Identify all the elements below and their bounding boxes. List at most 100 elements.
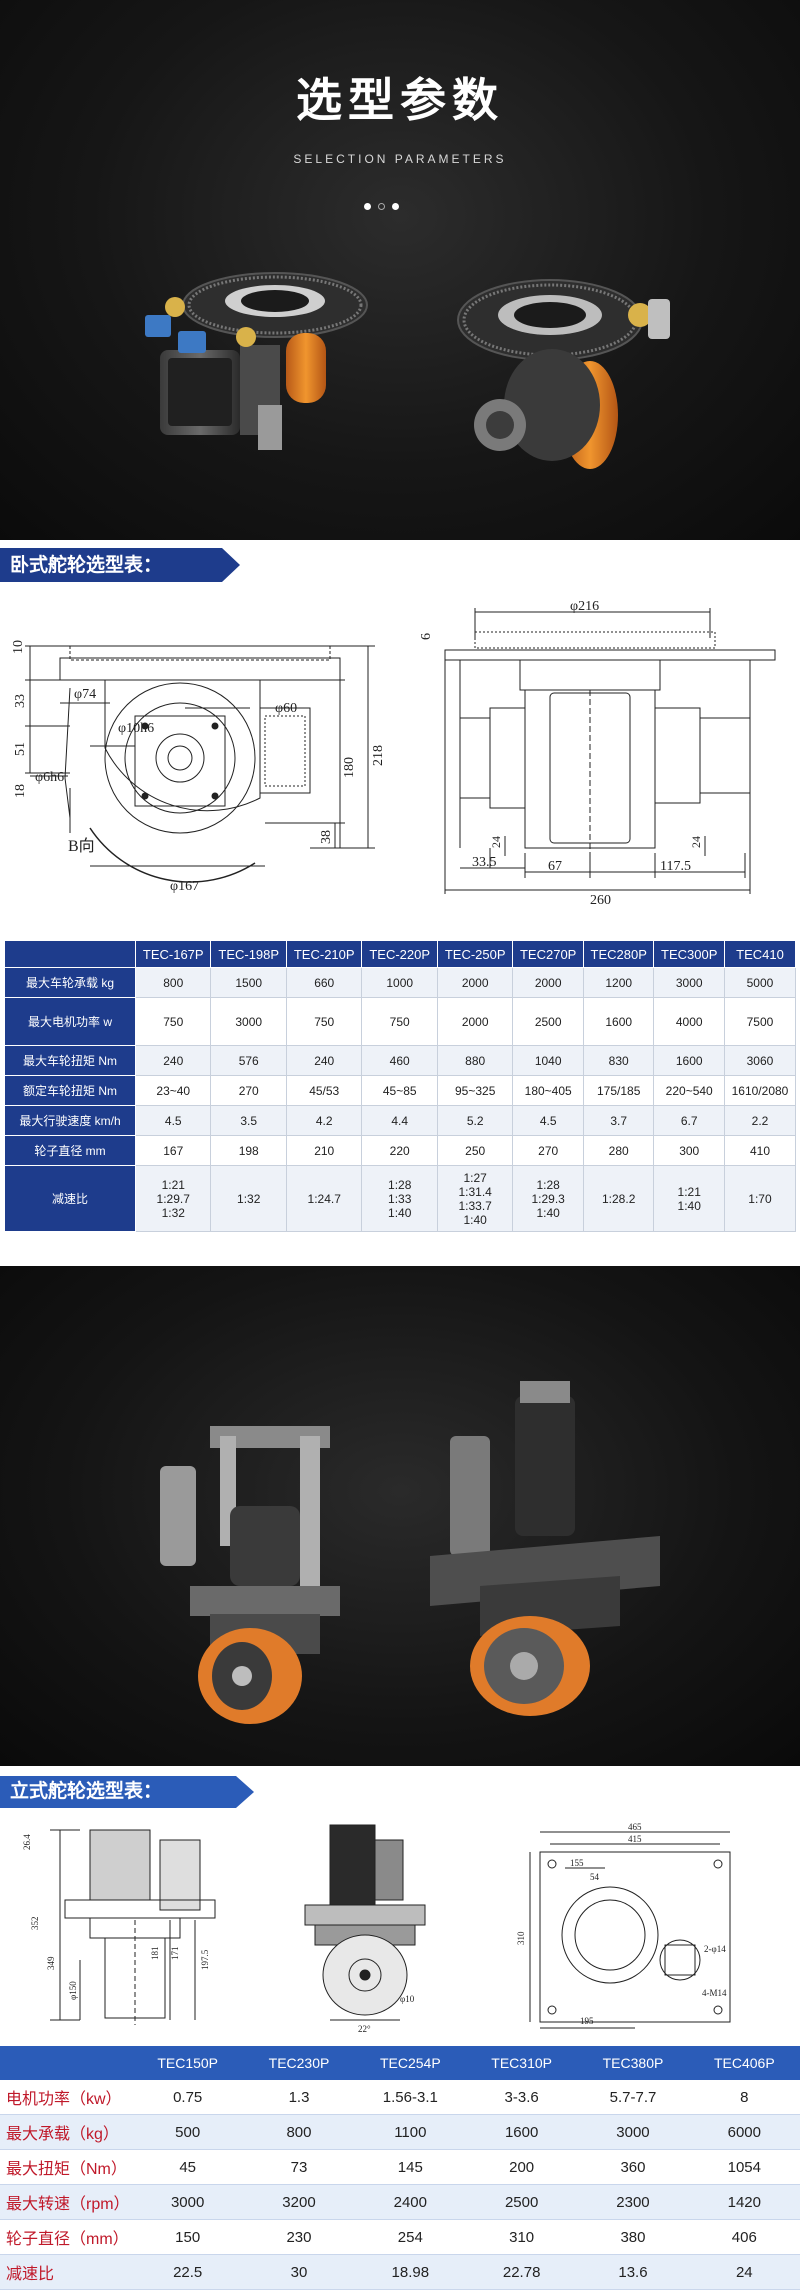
table-cell: 1:28.2 (582, 1165, 655, 1232)
vertical-side-view-drawing: 26.4 352 349 φ150 181 171 197.5 (22, 1829, 216, 2025)
dim-label: 349 (46, 1956, 56, 1970)
dim-label: 33 (13, 694, 28, 708)
dim-label: φ10 (400, 1994, 415, 2004)
table-cell: 2400 (354, 2184, 466, 2220)
column-header: TEC410 (723, 940, 797, 968)
table-cell: 3000 (653, 967, 725, 998)
row-header: 最大承载（kg） (0, 2114, 132, 2150)
table-cell: 410 (723, 1135, 797, 1166)
table-cell: 1600 (465, 2114, 578, 2150)
table-cell: 1:28 1:29.3 1:40 (512, 1165, 584, 1232)
table-cell: 1:32 (210, 1165, 287, 1232)
horizontal-side-view-drawing: φ216 6 24 24 33.5 67 117.5 260 (420, 599, 776, 908)
table-cell: 2300 (577, 2184, 689, 2220)
row-header: 轮子直径 mm (4, 1135, 136, 1166)
dim-label: φ74 (74, 687, 96, 702)
table-header-row: TEC150P TEC230P TEC254P TEC310P TEC380P … (0, 2046, 800, 2080)
row-header: 轮子直径（mm） (0, 2219, 132, 2255)
horizontal-drive-wheel-photo-right (457, 279, 670, 469)
table-cell: 4000 (653, 997, 725, 1046)
row-header: 最大行驶速度 km/h (4, 1105, 136, 1136)
table-cell: 5.7-7.7 (577, 2080, 689, 2115)
dim-label: 38 (319, 830, 334, 844)
table-cell: 30 (243, 2254, 355, 2290)
table-cell: 1420 (688, 2184, 800, 2220)
dim-label: 33.5 (472, 855, 497, 870)
table-cell: 1200 (582, 967, 655, 998)
vertical-spec-table: TEC150P TEC230P TEC254P TEC310P TEC380P … (0, 2046, 800, 2290)
section-header-bar (0, 548, 240, 582)
table-cell: 2000 (436, 967, 514, 998)
table-corner-cell (0, 2046, 132, 2080)
table-cell: 500 (132, 2114, 244, 2150)
dim-label: 197.5 (200, 1949, 210, 1970)
table-cell: 1100 (354, 2114, 466, 2150)
dim-label: 171 (170, 1947, 180, 1961)
section-header-bar (0, 1776, 254, 1808)
dim-label: φ6h6 (35, 770, 64, 785)
hero-banner: 选型参数 SELECTION PARAMETERS (0, 0, 800, 540)
carousel-dot[interactable] (364, 203, 371, 210)
dim-label: φ150 (68, 1981, 78, 2000)
dim-label: 22° (358, 2024, 371, 2034)
table-cell: 2.2 (723, 1105, 797, 1136)
table-cell: 3200 (243, 2184, 355, 2220)
table-cell: 1:24.7 (285, 1165, 363, 1232)
table-cell: 576 (210, 1045, 287, 1076)
table-cell: 406 (688, 2219, 800, 2255)
dim-label: φ167 (170, 879, 199, 894)
dim-label: 4-M14 (702, 1988, 727, 1998)
column-header: TEC150P (132, 2046, 244, 2080)
table-cell: 45/53 (285, 1075, 363, 1106)
table-cell: 4.2 (285, 1105, 363, 1136)
carousel-dot[interactable] (392, 203, 399, 210)
dim-label: 155 (570, 1858, 584, 1868)
table-cell: 22.78 (465, 2254, 578, 2290)
table-cell: 220~540 (653, 1075, 725, 1106)
table-cell: 2000 (436, 997, 514, 1046)
dim-label: 180 (342, 757, 357, 778)
table-cell: 1610/2080 (723, 1075, 797, 1106)
table-cell: 4.5 (512, 1105, 584, 1136)
table-cell: 45 (132, 2149, 244, 2185)
dim-label: 117.5 (660, 859, 691, 874)
column-header: TEC-198P (210, 940, 287, 968)
hero-subtitle: SELECTION PARAMETERS (293, 152, 507, 166)
view-direction-label: B向 (68, 837, 95, 855)
dim-label: 310 (516, 1931, 526, 1945)
table-cell: 8 (688, 2080, 800, 2115)
vertical-front-view-drawing: φ10 22° (304, 1824, 426, 2034)
table-cell: 1500 (210, 967, 287, 998)
dim-label: 24 (689, 836, 703, 848)
table-cell: 73 (243, 2149, 355, 2185)
horizontal-front-view-drawing: φ74 φ60 φ10h6 φ6h6 φ167 B向 10 33 51 18 1… (11, 640, 386, 894)
row-header: 最大转速（rpm） (0, 2184, 132, 2220)
column-header: TEC-210P (285, 940, 363, 968)
table-cell: 1040 (512, 1045, 584, 1076)
column-header: TEC280P (582, 940, 655, 968)
table-cell: 18.98 (354, 2254, 466, 2290)
dim-label: 352 (30, 1917, 40, 1931)
table-cell: 3.7 (582, 1105, 655, 1136)
table-cell: 150 (132, 2219, 244, 2255)
table-cell: 3-3.6 (465, 2080, 578, 2115)
table-cell: 1.56-3.1 (354, 2080, 466, 2115)
column-header: TEC-250P (436, 940, 514, 968)
horizontal-section-header: 卧式舵轮选型表： (10, 554, 163, 576)
carousel-dot[interactable] (378, 203, 385, 210)
table-cell: 800 (134, 967, 212, 998)
column-header: TEC254P (354, 2046, 466, 2080)
table-cell: 3000 (577, 2114, 689, 2150)
table-cell: 1000 (361, 967, 438, 998)
table-cell: 830 (582, 1045, 655, 1076)
dim-label: 10 (11, 640, 26, 654)
table-cell: 1600 (653, 1045, 725, 1076)
table-cell: 3.5 (210, 1105, 287, 1136)
row-header: 减速比 (4, 1165, 136, 1232)
table-cell: 230 (243, 2219, 355, 2255)
